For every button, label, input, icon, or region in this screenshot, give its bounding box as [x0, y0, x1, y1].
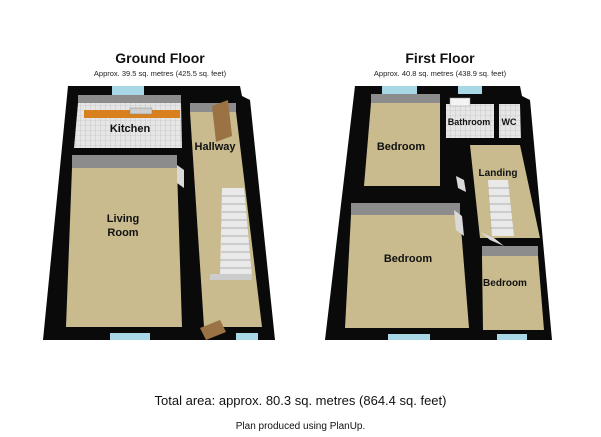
ground-floor-area: Approx. 39.5 sq. metres (425.5 sq. feet): [93, 69, 227, 78]
first-floor-area: Approx. 40.8 sq. metres (438.9 sq. feet): [373, 69, 507, 78]
living-room-floor: [66, 168, 182, 327]
hallway-label: Hallway: [195, 141, 237, 153]
bedroom-1-label: Bedroom: [377, 141, 426, 153]
ground-floor-plan: [43, 86, 275, 340]
front-door: [212, 100, 232, 142]
kitchen-window: [112, 86, 144, 95]
wc-label: WC: [502, 117, 517, 127]
plan-credit: Plan produced using PlanUp.: [235, 421, 366, 432]
landing-label: Landing: [479, 168, 518, 179]
ground-floor-title: Ground Floor: [115, 50, 205, 66]
bedroom-3-label: Bedroom: [483, 278, 527, 289]
wc-floor: [499, 104, 521, 138]
bathroom-floor: [446, 104, 494, 138]
bathroom-label: Bathroom: [448, 117, 491, 127]
bedroom-3-floor: [482, 256, 544, 330]
bedroom-2-label: Bedroom: [384, 253, 433, 265]
first-staircase: [488, 180, 514, 236]
living-label: Living: [107, 213, 139, 225]
total-area: Total area: approx. 80.3 sq. metres (864…: [154, 393, 447, 408]
back-door: [200, 320, 226, 340]
bedroom-2-floor: [345, 215, 469, 328]
ground-staircase: [210, 188, 252, 280]
first-floor-plan: [325, 86, 552, 340]
bedroom-1-floor: [364, 103, 440, 186]
room-label: Room: [107, 227, 138, 239]
first-floor-title: First Floor: [405, 50, 475, 66]
kitchen-label: Kitchen: [110, 123, 151, 135]
